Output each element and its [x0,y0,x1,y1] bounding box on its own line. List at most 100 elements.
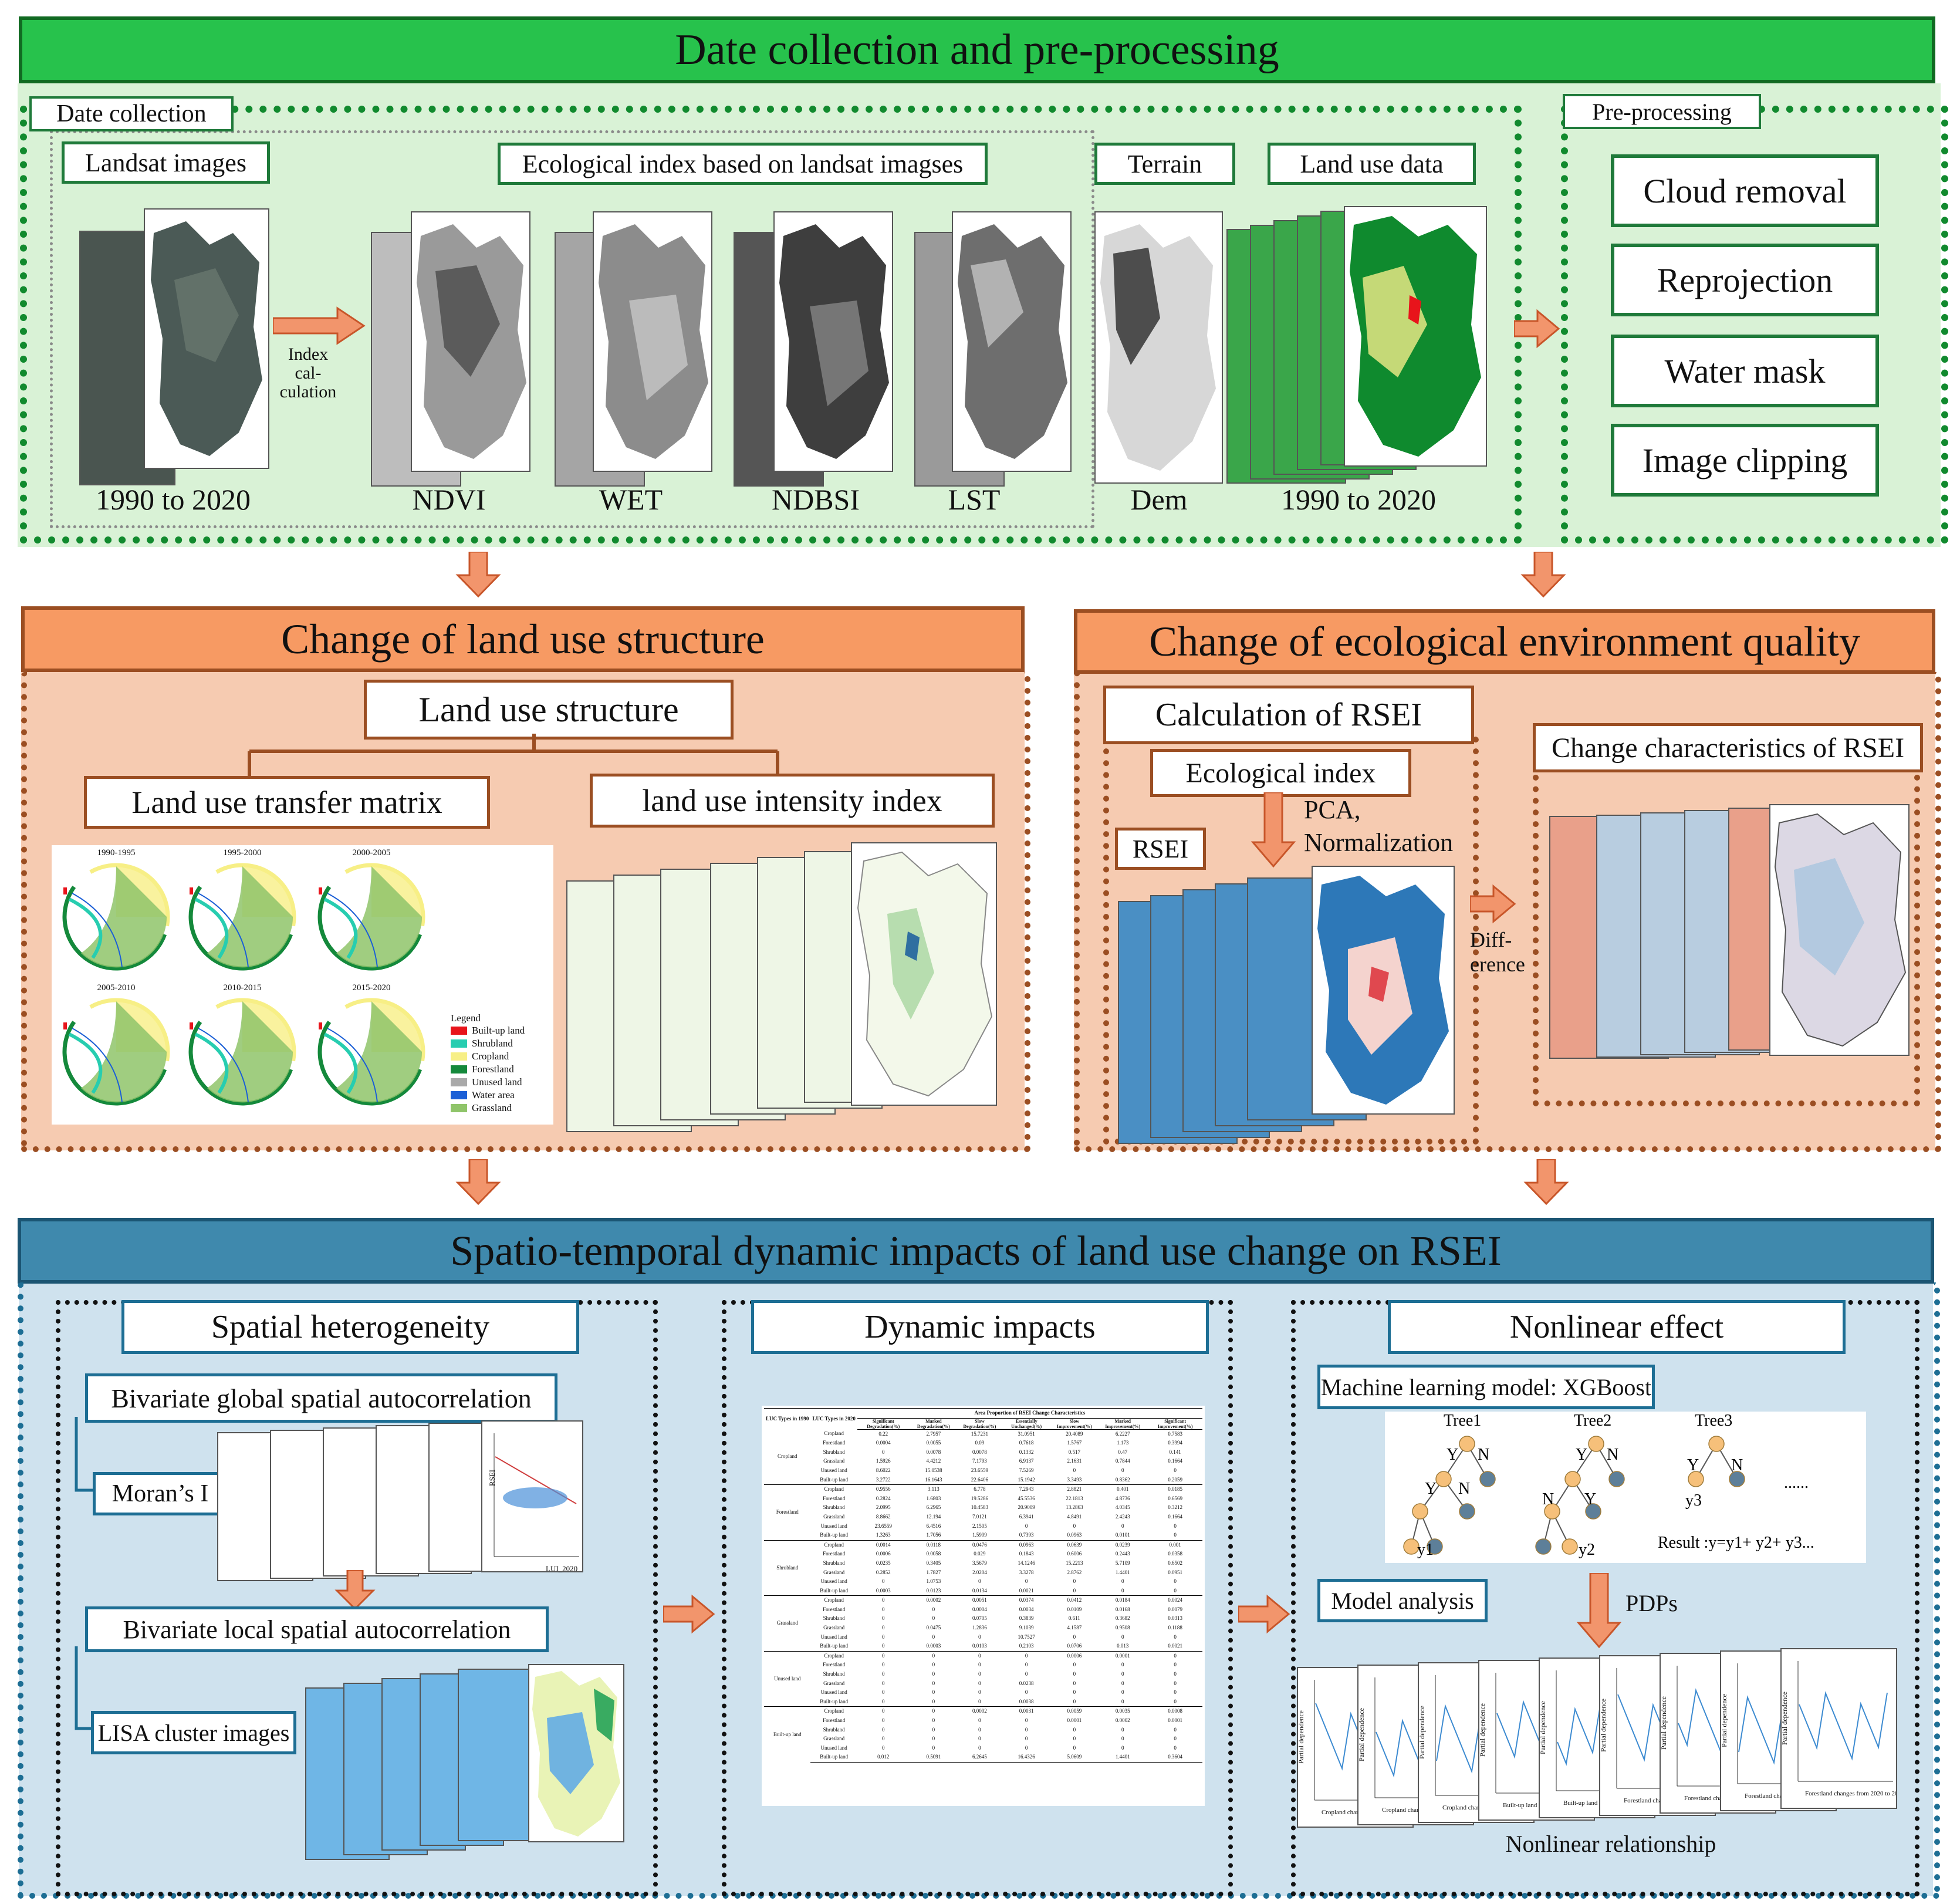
table-cell: Shrubland [823,1671,845,1677]
rsei-calc-label: Calculation of RSEI [1103,686,1474,744]
table-cell: 3.113 [909,1484,958,1494]
table-cell: Shrubland [823,1615,845,1622]
eco-frame [1074,672,1941,1152]
table-cell: 0 [1121,1736,1124,1742]
table-cell: 0.3839 [1019,1615,1034,1622]
table-cell: 0 [1174,1726,1177,1733]
table-cell: 0 [932,1744,935,1751]
table-cell: 0 [1073,1587,1076,1594]
table-cell: 0.6502 [1168,1559,1183,1566]
table-cell: Cropland [810,1706,857,1716]
table-cell: 0 [932,1698,935,1704]
table-cell: 0.2103 [1019,1643,1034,1649]
table-cell: 0 [882,1449,885,1455]
table-cell: 0.3604 [1148,1753,1202,1763]
reprojection-step: Reprojection [1611,244,1879,316]
lisa-cluster-label: LISA cluster images [91,1711,296,1754]
table-cell: 0 [882,1633,885,1640]
table-cell: 0 [1174,1522,1177,1529]
table-cell: 0 [978,1689,981,1696]
pca-normalization-text: PCA, Normalization [1304,795,1454,857]
legend-item: Unused land [451,1076,525,1089]
table-cell: 0 [1073,1662,1076,1668]
table-cell: 0 [932,1726,935,1733]
table-column-header: Slow Improvement(%) [1051,1418,1098,1430]
table-cell: 0 [1073,1633,1076,1640]
legend-swatch [451,1104,467,1112]
table-cell: 9.1039 [1019,1625,1034,1631]
table-cell: 0.6569 [1168,1495,1183,1501]
tree-title: Tree2 [1574,1412,1611,1430]
table-cell: 0.0006 [876,1551,891,1557]
table-cell: 0.9556 [857,1484,910,1494]
spatial-to-dynamic-arrow [663,1594,715,1634]
landsat-image-front [144,208,269,469]
table-cell: 20.9009 [1018,1504,1035,1511]
table-cell: 0.0001 [1067,1717,1082,1723]
table-cell: Forestland [823,1551,846,1557]
down-arrow-right-2 [1523,1159,1569,1206]
table-cell: Unused land [820,1578,847,1585]
table-cell: 0 [932,1633,935,1640]
table-cell: 0 [1121,1680,1124,1686]
xgboost-result-formula: Result :y=y1+ y2+ y3... [1658,1534,1814,1552]
table-cell: 2.1631 [1067,1458,1082,1464]
table-cell: 0.0051 [958,1595,1002,1605]
table-cell: 0.0101 [1115,1532,1130,1538]
table-cell: 0 [1073,1578,1076,1585]
table-cell: 14.1246 [1018,1559,1035,1566]
table-cell: 0 [909,1650,958,1661]
table-cell: 1.173 [1117,1440,1129,1446]
index-arrow [273,306,366,345]
table-cell: 0 [932,1689,935,1696]
table-cell: 0.0079 [1168,1606,1183,1612]
scatter-x-axis-label: LUI_2020 [546,1564,578,1573]
table-cell: 0.0239 [1097,1540,1148,1550]
xgboost-label: Machine learning model: XGBoost [1317,1365,1655,1409]
table-cell: 0 [932,1615,935,1622]
tree-node [1608,1471,1625,1487]
table-cell: 3.3493 [1067,1476,1082,1483]
table-cell: 0 [1073,1689,1076,1696]
landsat-label: Landsat images [62,141,270,184]
table-cell: 3.5679 [972,1559,987,1566]
down-arrow-left-1 [455,552,501,598]
table-cell: 0.0705 [972,1615,987,1622]
tree-node [1435,1471,1452,1487]
table-cell: 6.4516 [926,1522,941,1529]
table-cell: 0 [882,1736,885,1742]
table-cell: 0 [978,1662,981,1668]
model-analysis-label: Model analysis [1317,1579,1488,1622]
table-cell: 0 [1001,1650,1052,1661]
table-cell: 0 [978,1744,981,1751]
table-cell: 6.2227 [1115,1430,1130,1437]
table-column-header: Significant Improvement(%) [1148,1418,1202,1430]
table-cell: 0 [882,1625,885,1631]
table-group-label: Grassland [764,1595,811,1652]
tree-leaf-label: y3 [1685,1491,1702,1510]
tree-node [1564,1471,1581,1487]
table-cell: Forestland [823,1662,846,1668]
water-mask-step: Water mask [1611,335,1879,407]
table-cell: 0 [1121,1522,1124,1529]
table-cell: 0.0034 [1019,1606,1034,1612]
dynamic-impacts-title: Dynamic impacts [751,1300,1209,1354]
table-cell: Forestland [823,1440,846,1446]
table-cell: 0.22 [878,1430,888,1437]
table-cell: Shrubland [823,1504,845,1511]
table-cell: 1.2836 [972,1625,987,1631]
table-cell: 0 [978,1726,981,1733]
table-cell: 13.2863 [1066,1504,1083,1511]
table-cell: Built-up land [810,1753,857,1763]
table-column-header: Essentially Unchanged(%) [1001,1418,1052,1430]
tree-node [1562,1538,1578,1555]
table-cell: Shrubland [823,1559,845,1566]
table-cell: 0.0031 [1001,1706,1052,1716]
global-to-local-arrow [334,1570,376,1611]
table-cell: 0 [978,1578,981,1585]
chord-period-label: 2005-2010 [97,983,136,992]
